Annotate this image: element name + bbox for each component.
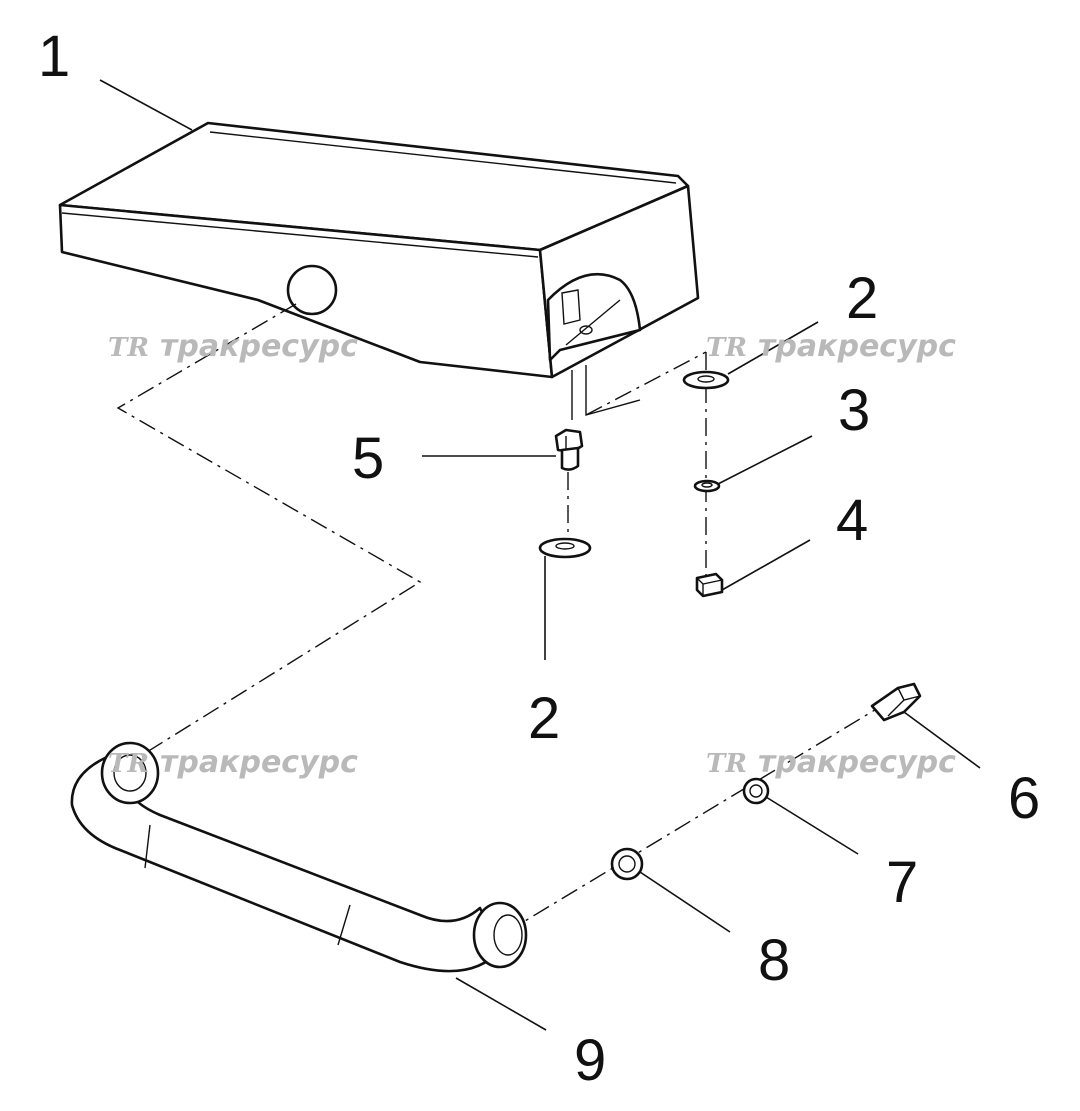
watermark-2: TR тракресурс xyxy=(706,329,956,364)
part-7-ring xyxy=(742,777,770,805)
part-5-bolt xyxy=(554,428,584,471)
callout-3: 3 xyxy=(838,378,870,443)
housing-top-edge-line xyxy=(209,131,677,184)
callout-2-lower: 2 xyxy=(528,686,560,751)
leader-lines xyxy=(99,79,981,1031)
watermark-1: TR тракресурс xyxy=(108,329,358,364)
watermark-logo: TR xyxy=(108,749,149,779)
tube-seam-right xyxy=(337,904,351,946)
part-3-lock-washer xyxy=(693,479,721,493)
callout-5: 5 xyxy=(352,426,384,491)
housing-edge-line xyxy=(61,212,539,258)
watermark-logo: TR xyxy=(108,333,149,363)
tube-body xyxy=(70,756,502,973)
leader-3 xyxy=(717,435,813,485)
housing-round-hole xyxy=(286,264,338,316)
watermark-logo: TR xyxy=(706,333,747,363)
callout-9: 9 xyxy=(574,1028,606,1093)
assembly-line-bracket xyxy=(585,351,707,416)
watermark-4: TR тракресурс xyxy=(706,745,956,780)
watermark-text: тракресурс xyxy=(160,329,358,364)
leader-2-upper xyxy=(727,321,819,375)
leader-1 xyxy=(99,79,193,131)
watermark-3: TR тракресурс xyxy=(108,745,358,780)
leader-8 xyxy=(639,871,731,933)
housing-bracket-edge xyxy=(565,299,621,346)
part-9-tube xyxy=(70,741,528,973)
part-2-washer-upper xyxy=(682,370,730,390)
leader-6 xyxy=(903,711,981,769)
housing-bracket-tab xyxy=(561,289,581,325)
callout-1: 1 xyxy=(38,24,70,89)
callout-2-upper: 2 xyxy=(846,266,878,331)
watermark-logo: TR xyxy=(706,749,747,779)
part-8-ring xyxy=(610,847,644,881)
leader-7 xyxy=(765,796,859,855)
watermark-text: тракресурс xyxy=(160,745,358,780)
part-1-housing xyxy=(58,121,700,420)
part-4-nut xyxy=(695,572,724,598)
housing-bracket-foot xyxy=(585,365,641,416)
callout-4: 4 xyxy=(836,488,868,553)
callout-8: 8 xyxy=(758,928,790,993)
watermark-text: тракресурс xyxy=(758,329,956,364)
watermark-text: тракресурс xyxy=(758,745,956,780)
housing-bracket-hole xyxy=(579,325,593,335)
part-2-washer-lower xyxy=(538,537,592,559)
assembly-line-fitting xyxy=(509,701,889,931)
leader-9 xyxy=(455,977,547,1031)
tube-left-flange xyxy=(100,741,160,805)
housing-arch-opening xyxy=(546,272,642,362)
tube-right-flange xyxy=(472,901,528,969)
part-6-fitting xyxy=(870,682,922,722)
assembly-line-tube xyxy=(116,303,422,771)
leader-4 xyxy=(721,539,811,591)
callout-6: 6 xyxy=(1008,766,1040,831)
assembly-lines xyxy=(116,303,889,931)
tube-seam-left xyxy=(144,824,151,869)
callout-7: 7 xyxy=(886,850,918,915)
